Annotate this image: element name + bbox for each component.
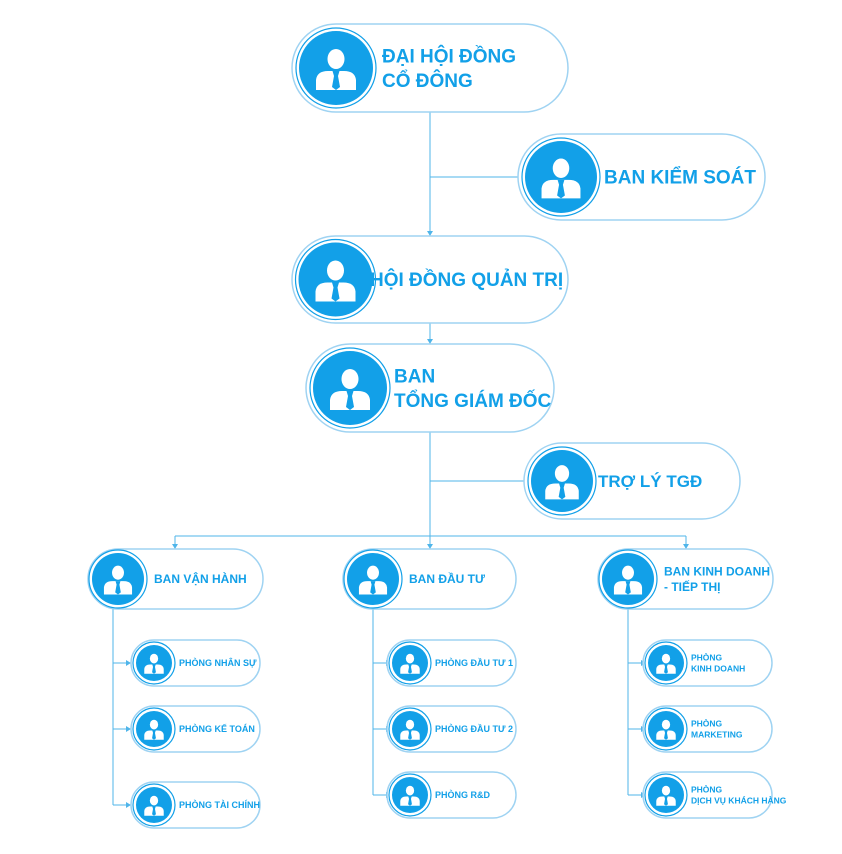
node-phong-rd: PHÒNG R&D: [386, 771, 517, 819]
node-phong-dau-tu-2: PHÒNG ĐẦU TƯ 2: [386, 705, 517, 753]
node-ban-kinh-doanh: BAN KINH DOANH- TIẾP THỊ: [597, 548, 774, 610]
person-icon: [343, 549, 403, 609]
node-phong-dich-vu: PHÒNG DỊCH VỤ KHÁCH HÀNG: [642, 771, 787, 819]
node-label: PHÒNG ĐẦU TƯ 1: [435, 657, 513, 668]
node-phong-dau-tu-1: PHÒNG ĐẦU TƯ 1: [386, 639, 517, 687]
person-icon: [295, 27, 377, 109]
arrow-right-icon: [126, 660, 131, 666]
person-icon: [521, 137, 601, 217]
node-label: - TIẾP THỊ: [664, 579, 720, 594]
arrow-down-icon: [427, 339, 433, 344]
node-ban-tong-giam-doc: BAN TỔNG GIÁM ĐỐC: [305, 343, 555, 433]
node-label: TRỢ LÝ TGĐ: [598, 472, 702, 491]
person-icon: [388, 641, 432, 685]
node-label: HỘI ĐỒNG QUẢN TRỊ: [370, 269, 563, 291]
arrow-down-icon: [172, 544, 178, 549]
person-icon: [132, 783, 176, 827]
person-icon: [294, 238, 377, 321]
person-icon: [388, 773, 432, 817]
node-label: PHÒNG: [691, 651, 723, 662]
person-icon: [132, 707, 176, 751]
person-icon: [644, 707, 688, 751]
arrow-right-icon: [126, 726, 131, 732]
arrow-down-icon: [683, 544, 689, 549]
person-icon: [388, 707, 432, 751]
person-icon: [309, 347, 391, 429]
node-label: PHÒNG: [691, 783, 723, 794]
nodes: ĐẠI HỘI ĐỒNG CỔ ĐÔNG BAN KIỂM SOÁT HỘI ĐỒNG…: [87, 23, 787, 829]
arrow-right-icon: [126, 802, 131, 808]
person-icon: [644, 773, 688, 817]
node-ban-kiem-soat: BAN KIỂM SOÁT: [517, 133, 766, 221]
node-ban-van-hanh: BAN VẬN HÀNH: [87, 548, 264, 610]
arrow-down-icon: [427, 544, 433, 549]
node-label: BAN: [394, 366, 435, 387]
node-phong-kinh-doanh: PHÒNG KINH DOANH: [642, 639, 773, 687]
node-phong-marketing: PHÒNG MARKETING: [642, 705, 773, 753]
arrow-down-icon: [427, 231, 433, 236]
node-label: PHÒNG: [691, 717, 723, 728]
node-dai-hoi-dong-co-dong: ĐẠI HỘI ĐỒNG CỔ ĐÔNG: [291, 23, 569, 113]
node-label: CỔ ĐÔNG: [382, 70, 473, 92]
node-hoi-dong-quan-tri: HỘI ĐỒNG QUẢN TRỊ: [291, 235, 569, 324]
node-ban-dau-tu: BAN ĐẦU TƯ: [342, 548, 517, 610]
node-label: PHÒNG TÀI CHÍNH: [179, 799, 260, 810]
node-tro-ly-tgd: TRỢ LÝ TGĐ: [523, 442, 741, 520]
node-label: KINH DOANH: [691, 664, 745, 674]
person-icon: [598, 549, 658, 609]
node-label: PHÒNG KẾ TOÁN: [179, 723, 255, 734]
node-phong-ke-toan: PHÒNG KẾ TOÁN: [130, 705, 261, 753]
person-icon: [132, 641, 176, 685]
node-label: BAN VẬN HÀNH: [154, 571, 247, 586]
person-icon: [88, 549, 148, 609]
node-phong-nhan-su: PHÒNG NHÂN SỰ: [130, 639, 261, 687]
node-label: MARKETING: [691, 730, 743, 740]
node-label: ĐẠI HỘI ĐỒNG: [382, 45, 516, 67]
node-label: PHÒNG NHÂN SỰ: [179, 657, 257, 668]
node-phong-tai-chinh: PHÒNG TÀI CHÍNH: [130, 781, 261, 829]
person-icon: [644, 641, 688, 685]
node-label: BAN KINH DOANH: [664, 564, 770, 578]
node-label: BAN KIỂM SOÁT: [604, 167, 756, 189]
node-label: TỔNG GIÁM ĐỐC: [394, 390, 552, 412]
person-icon: [527, 446, 597, 516]
node-label: PHÒNG R&D: [435, 789, 491, 800]
node-label: BAN ĐẦU TƯ: [409, 571, 485, 586]
node-label: PHÒNG ĐẦU TƯ 2: [435, 723, 513, 734]
node-label: DỊCH VỤ KHÁCH HÀNG: [691, 796, 787, 806]
